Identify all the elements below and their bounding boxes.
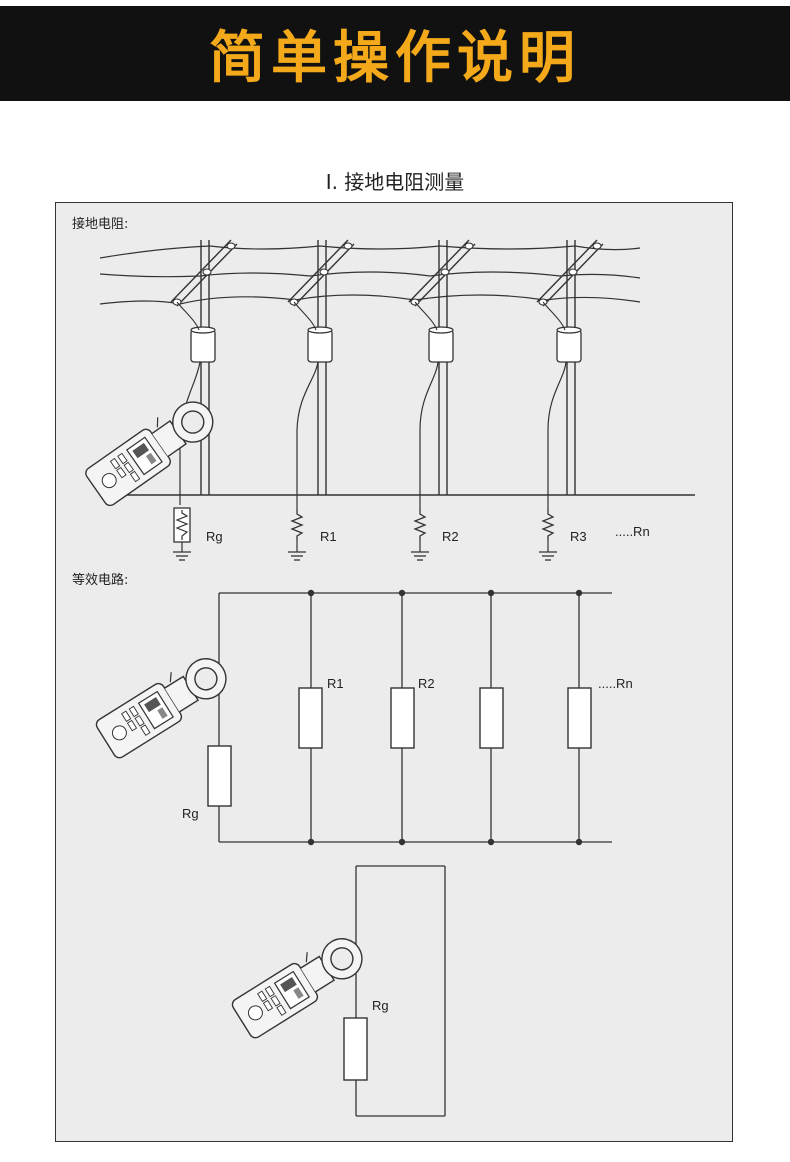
ground-resistor-r3: [538, 509, 558, 561]
single-ground-loop: [355, 865, 446, 1117]
utility-pole-1: [170, 239, 238, 496]
pole-resistor-label-rg: Rg: [206, 529, 223, 544]
equivalent-resistor-r1: [298, 687, 323, 749]
equivalent-resistor-r3: [479, 687, 504, 749]
pole-resistor-label-r3: R3: [570, 529, 587, 544]
utility-pole-4: [536, 239, 604, 496]
circuit-nodes: [307, 589, 583, 846]
power-lines: [99, 245, 641, 305]
equiv-label-r1: R1: [327, 676, 344, 691]
equivalent-circuit-label: 等效电路:: [72, 573, 129, 588]
diagram-panel: 接地电阻: 等效电路:: [55, 202, 733, 1142]
equiv-label-rg: Rg: [182, 806, 199, 821]
grounding-label: 接地电阻:: [72, 217, 129, 232]
equivalent-resistor-rn: [567, 687, 592, 749]
pole-resistor-label-rn: .....Rn: [615, 524, 650, 539]
utility-pole-2: [287, 239, 355, 496]
title-banner: 简单操作说明: [0, 6, 790, 101]
equivalent-circuit: [218, 592, 612, 843]
ground-resistor-r2: [410, 509, 430, 561]
clamp-meter-equivalent-icon: [92, 647, 236, 761]
equiv-label-r2: R2: [418, 676, 435, 691]
section-title: I. 接地电阻测量: [325, 170, 465, 194]
pole-resistor-label-r1: R1: [320, 529, 337, 544]
banner-title: 简单操作说明: [209, 26, 581, 91]
single-label-rg: Rg: [372, 998, 389, 1013]
single-ground-resistor: [343, 1017, 368, 1081]
equivalent-resistor-rg: [207, 745, 232, 807]
equiv-label-rn: .....Rn: [598, 676, 633, 691]
pole-resistor-label-r2: R2: [442, 529, 459, 544]
utility-pole-3: [408, 239, 476, 496]
ground-resistor-r1: [287, 509, 307, 561]
down-leads: [179, 361, 567, 510]
ground-resistor-rg: [172, 507, 192, 561]
equivalent-resistor-r2: [390, 687, 415, 749]
